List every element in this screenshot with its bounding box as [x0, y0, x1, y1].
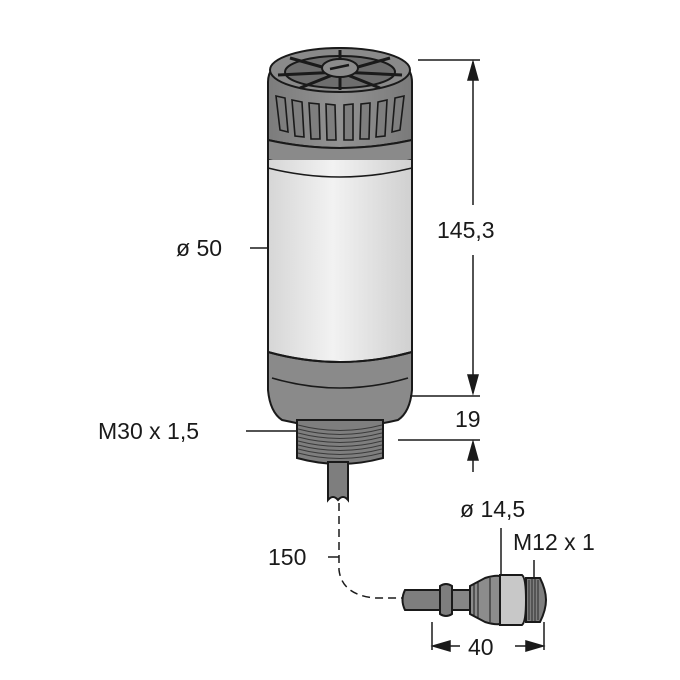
main-body	[267, 160, 413, 362]
dimension-thread-length-label: 19	[455, 406, 481, 432]
top-cap	[267, 46, 413, 172]
dimension-diameter-label: ø 50	[176, 235, 223, 261]
dimension-connector-length-label: 40	[468, 634, 494, 660]
dimension-cable-length-label: 150	[268, 544, 307, 570]
cable-break-line	[338, 503, 405, 599]
dimension-height-label: 145,3	[437, 217, 495, 243]
bottom-housing	[267, 350, 413, 428]
thread-m30	[296, 419, 384, 465]
dimension-thread-label: M30 x 1,5	[98, 418, 199, 444]
dimension-connector-thread-label: M12 x 1	[513, 529, 595, 555]
m12-connector	[401, 574, 548, 626]
cable-upper	[327, 461, 349, 503]
dimension-connector-diameter-label: ø 14,5	[460, 496, 526, 522]
dimension-lines	[246, 59, 546, 653]
